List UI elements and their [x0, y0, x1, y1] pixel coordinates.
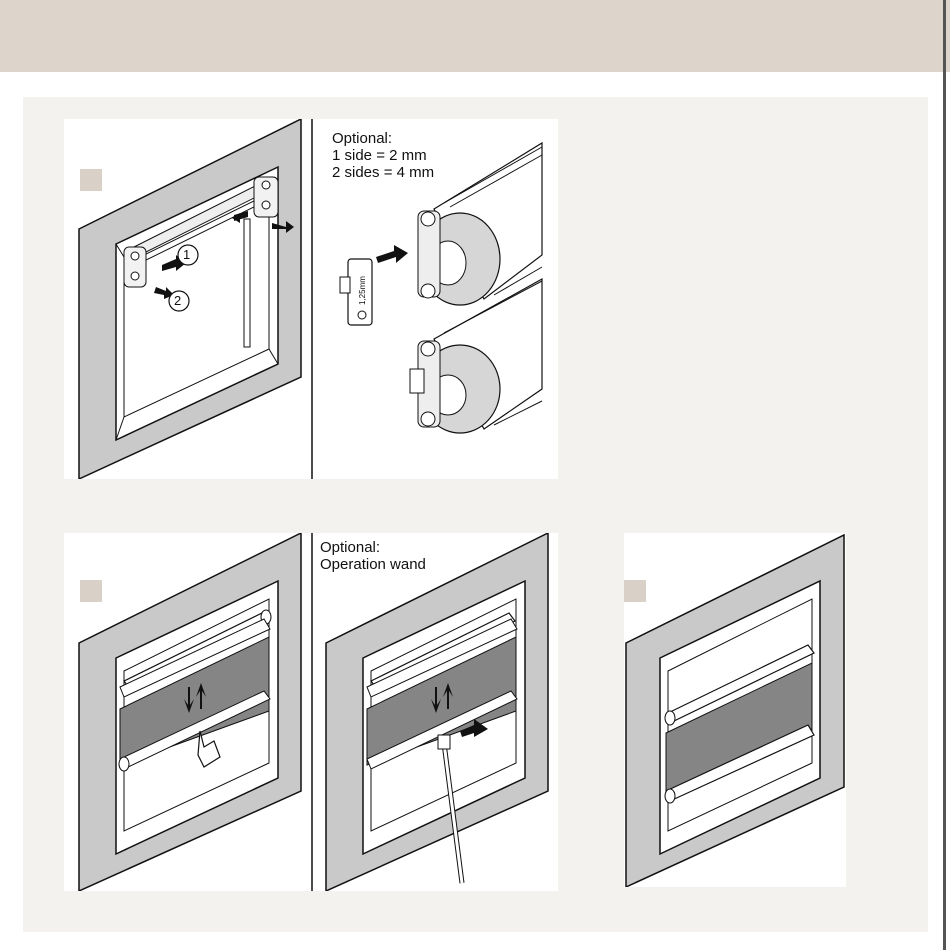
inserted-spacer-icon	[410, 369, 424, 393]
step1-caption-line: 1 side = 2 mm	[332, 147, 434, 164]
step3-marker	[624, 580, 646, 602]
step1-illustration	[64, 119, 558, 479]
header-band	[0, 0, 950, 72]
step1-marker	[80, 169, 102, 191]
spacer-label: 1,25mm	[354, 276, 371, 305]
upper-bracket-knob-bottom	[421, 284, 435, 298]
step2-illustration	[64, 533, 558, 891]
side-rail	[244, 219, 250, 347]
step1-caption: Optional: 1 side = 2 mm 2 sides = 4 mm	[332, 130, 434, 181]
step3-illustration	[624, 533, 846, 887]
callout-2-label: 2	[174, 292, 181, 309]
upper-bracket-knob-top	[421, 212, 435, 226]
step2-card: Optional: Operation wand	[64, 533, 558, 891]
step1-caption-line: Optional:	[332, 130, 434, 147]
step1-card: Optional: 1 side = 2 mm 2 sides = 4 mm 1…	[64, 119, 558, 479]
step2-caption-line: Operation wand	[320, 556, 426, 573]
page-edge-rule	[943, 0, 946, 950]
step2-caption-line: Optional:	[320, 539, 426, 556]
step2-caption: Optional: Operation wand	[320, 539, 426, 573]
callout-1-label: 1	[183, 246, 190, 263]
insert-arrow-icon	[376, 245, 408, 263]
step1-caption-line: 2 sides = 4 mm	[332, 164, 434, 181]
step3-card	[624, 533, 846, 887]
step2-marker	[80, 580, 102, 602]
